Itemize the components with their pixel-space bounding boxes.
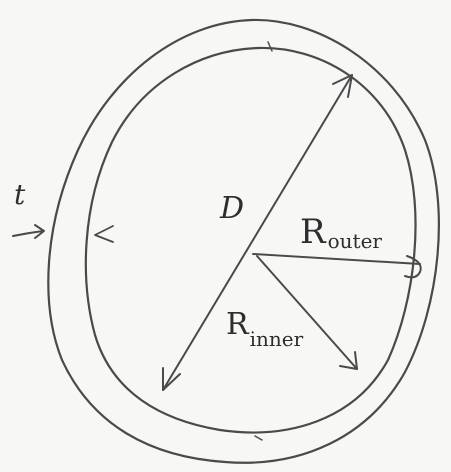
outer-radius-label-main: R (300, 212, 327, 252)
diameter-line (162, 74, 353, 391)
inner-radius-line (256, 255, 358, 370)
inner-radius-label: Rinner (226, 307, 304, 351)
thickness-label: t (14, 178, 26, 211)
outer-radius-line (252, 253, 421, 265)
wall-tick-top (267, 41, 273, 52)
wall-tick-bottom (254, 435, 263, 441)
outer-radius-label-sub: outer (328, 229, 383, 253)
inner-circle (84, 46, 417, 434)
diameter-label: D (219, 191, 244, 226)
inner-radius-label-main: R (226, 307, 250, 342)
inner-radius-arrowhead (339, 351, 358, 370)
inner-radius-label-sub: inner (250, 327, 304, 351)
outer-circle (47, 18, 440, 464)
diameter-arrowhead-top (332, 74, 353, 98)
thickness-arrow (12, 224, 45, 239)
diameter-arrowhead-bottom (162, 367, 181, 391)
thickness-inner-arrowhead (94, 225, 114, 243)
outer-radius-arrowhead (404, 255, 422, 279)
